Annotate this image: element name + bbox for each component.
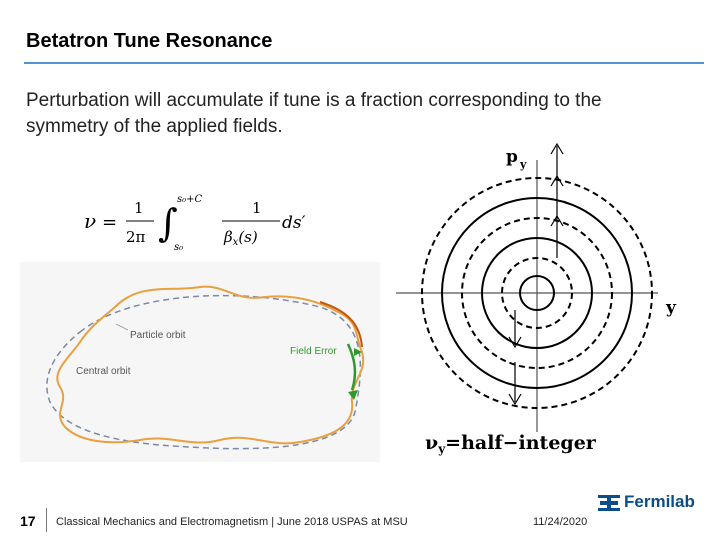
- slide-title: Betatron Tune Resonance: [26, 30, 273, 52]
- orbit-circle-6: [421, 177, 653, 409]
- svg-text:ds′: ds′: [282, 213, 306, 233]
- caption-text: =half−integer: [445, 432, 596, 454]
- tune-formula: ν = 1 2π ∫ s₀+C s₀ 1 βx(s) ds′: [84, 194, 306, 253]
- svg-text:βx(s): βx(s): [223, 228, 258, 248]
- svg-text:s₀+C: s₀+C: [177, 194, 203, 205]
- axis-p-label: p: [506, 147, 518, 167]
- slide-date: 11/24/2020: [533, 516, 588, 528]
- axis-p-subscript: y: [519, 158, 527, 171]
- course-info: Classical Mechanics and Electromagnetism…: [56, 516, 408, 528]
- svg-text:1: 1: [252, 199, 262, 217]
- central-orbit-label: Central orbit: [76, 366, 131, 377]
- caption-subscript: y: [438, 442, 446, 456]
- phase-space-diagram: p y y: [396, 142, 677, 432]
- title-divider: [24, 62, 704, 64]
- orbit-diagram: Particle orbit Central orbit Field Error: [20, 262, 380, 462]
- svg-text:∫: ∫: [158, 201, 178, 245]
- svg-text:1: 1: [134, 199, 144, 217]
- particle-orbit-label: Particle orbit: [130, 330, 186, 341]
- axis-y-label: y: [665, 298, 677, 318]
- fermilab-logo: Fermilab: [598, 492, 708, 514]
- orbit-circle-2: [501, 257, 573, 329]
- orbit-circle-3: [481, 237, 593, 349]
- orbit-circle-5: [441, 197, 633, 389]
- svg-text:2π: 2π: [126, 228, 146, 246]
- svg-text:s₀: s₀: [174, 242, 183, 253]
- svg-text:=: =: [102, 212, 117, 233]
- phase-space-caption: νy=half−integer: [425, 432, 596, 456]
- slide-body-text: Perturbation will accumulate if tune is …: [26, 90, 602, 137]
- particle-orbit: [56, 285, 365, 445]
- field-error-mark: [346, 343, 357, 391]
- fermilab-logo-icon: [598, 495, 620, 511]
- footer-divider: [46, 508, 47, 532]
- caption-nu: ν: [425, 432, 439, 454]
- logo-text: Fermilab: [624, 492, 695, 511]
- orbit-circle-4: [461, 217, 613, 369]
- svg-text:ν: ν: [84, 209, 96, 233]
- page-number: 17: [20, 513, 36, 529]
- field-error-label: Field Error: [290, 346, 337, 357]
- orbit-circle-1: [519, 275, 555, 311]
